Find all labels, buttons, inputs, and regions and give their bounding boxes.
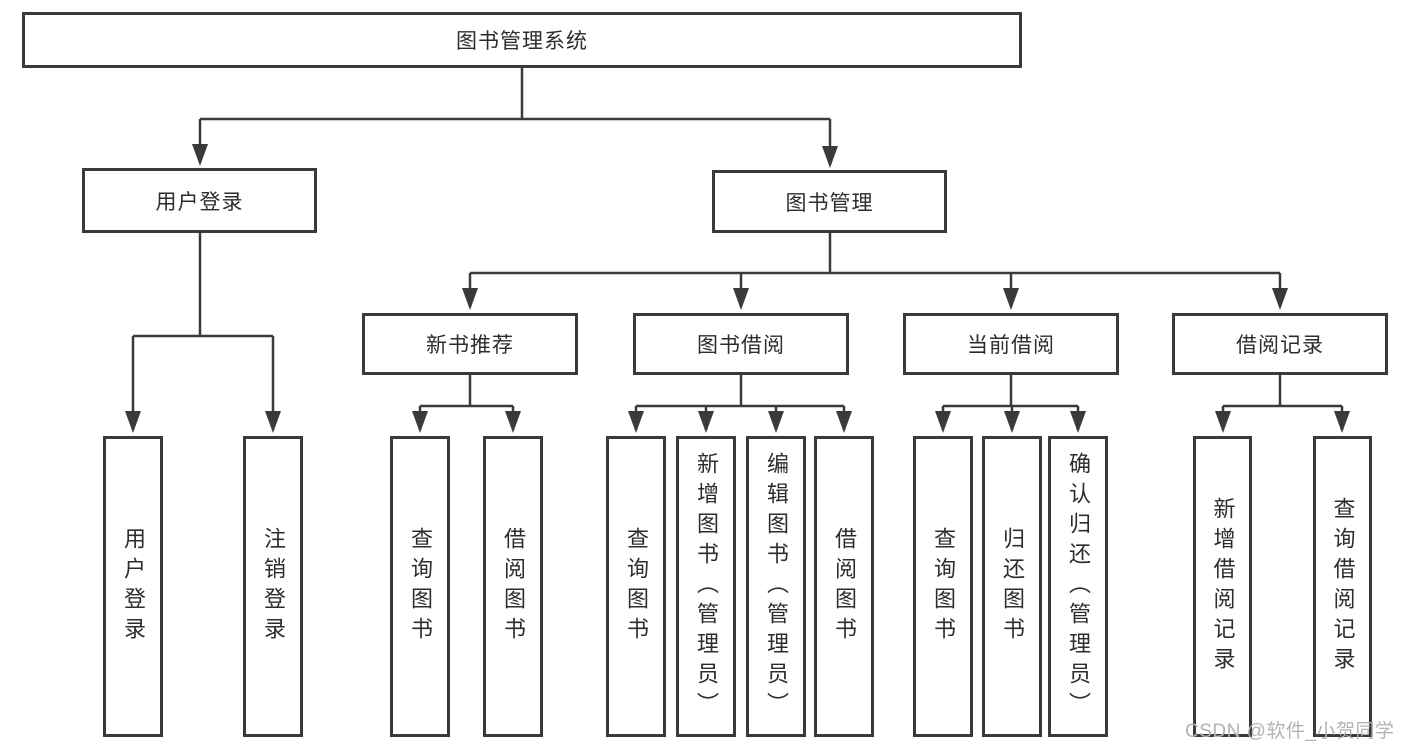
branch-borrowing-records: [1223, 375, 1342, 408]
node-book-borrowing: 图书借阅: [633, 313, 849, 375]
node-root: 图书管理系统: [22, 12, 1022, 68]
leaf-br-add-record-label: 新增借阅记录: [1210, 496, 1236, 677]
leaf-br-add-record: 新增借阅记录: [1193, 436, 1252, 737]
leaf-bb-edit-books-admin-label: 编辑图书（管理员）: [764, 451, 789, 722]
leaf-nb-borrow-books: 借阅图书: [483, 436, 543, 737]
leaf-br-query-record: 查询借阅记录: [1313, 436, 1372, 737]
branch-book-management: [470, 233, 1280, 275]
leaf-logout: 注销登录: [243, 436, 303, 737]
tree-arrows: [125, 119, 1350, 433]
leaf-cb-query-books: 查询图书: [913, 436, 973, 737]
branch-new-book: [420, 375, 513, 408]
leaf-cb-query-books-label: 查询图书: [931, 526, 956, 647]
node-new-book-recommend-label: 新书推荐: [426, 334, 514, 357]
leaf-bb-query-books: 查询图书: [606, 436, 666, 737]
leaf-cb-confirm-return-admin-label: 确认归还（管理员）: [1066, 451, 1091, 722]
csdn-watermark: CSDN @软件_小贺同学: [1185, 721, 1395, 742]
branch-user-login: [133, 233, 273, 338]
leaf-user-login-label: 用户登录: [121, 526, 146, 647]
leaf-br-query-record-label: 查询借阅记录: [1330, 496, 1356, 677]
leaf-bb-add-books-admin-label: 新增图书（管理员）: [694, 451, 719, 722]
leaf-cb-return-books-label: 归还图书: [1000, 526, 1025, 647]
node-book-management: 图书管理: [712, 170, 947, 233]
leaf-bb-borrow-books: 借阅图书: [814, 436, 874, 737]
leaf-nb-borrow-books-label: 借阅图书: [501, 526, 526, 647]
leaf-nb-query-books: 查询图书: [390, 436, 450, 737]
leaf-nb-query-books-label: 查询图书: [408, 526, 433, 647]
leaf-bb-add-books-admin: 新增图书（管理员）: [676, 436, 736, 737]
leaf-cb-return-books: 归还图书: [982, 436, 1042, 737]
leaf-user-login: 用户登录: [103, 436, 163, 737]
leaf-bb-borrow-books-label: 借阅图书: [832, 526, 857, 647]
node-root-label: 图书管理系统: [456, 30, 588, 53]
leaf-logout-label: 注销登录: [261, 526, 286, 647]
node-user-login: 用户登录: [82, 168, 317, 233]
node-current-borrowing: 当前借阅: [903, 313, 1119, 375]
node-book-management-label: 图书管理: [785, 191, 874, 215]
node-user-login-label: 用户登录: [155, 190, 244, 214]
branch-current-borrowing: [943, 375, 1078, 408]
branch-root: [200, 68, 830, 121]
leaf-bb-query-books-label: 查询图书: [624, 526, 649, 647]
node-current-borrowing-label: 当前借阅: [967, 334, 1055, 357]
node-borrowing-records: 借阅记录: [1172, 313, 1388, 375]
tree-branches: [133, 68, 1342, 408]
node-borrowing-records-label: 借阅记录: [1236, 334, 1324, 357]
branch-book-borrowing: [636, 375, 844, 408]
leaf-bb-edit-books-admin: 编辑图书（管理员）: [746, 436, 806, 737]
node-new-book-recommend: 新书推荐: [362, 313, 578, 375]
leaf-cb-confirm-return-admin: 确认归还（管理员）: [1048, 436, 1108, 737]
node-book-borrowing-label: 图书借阅: [697, 334, 785, 357]
